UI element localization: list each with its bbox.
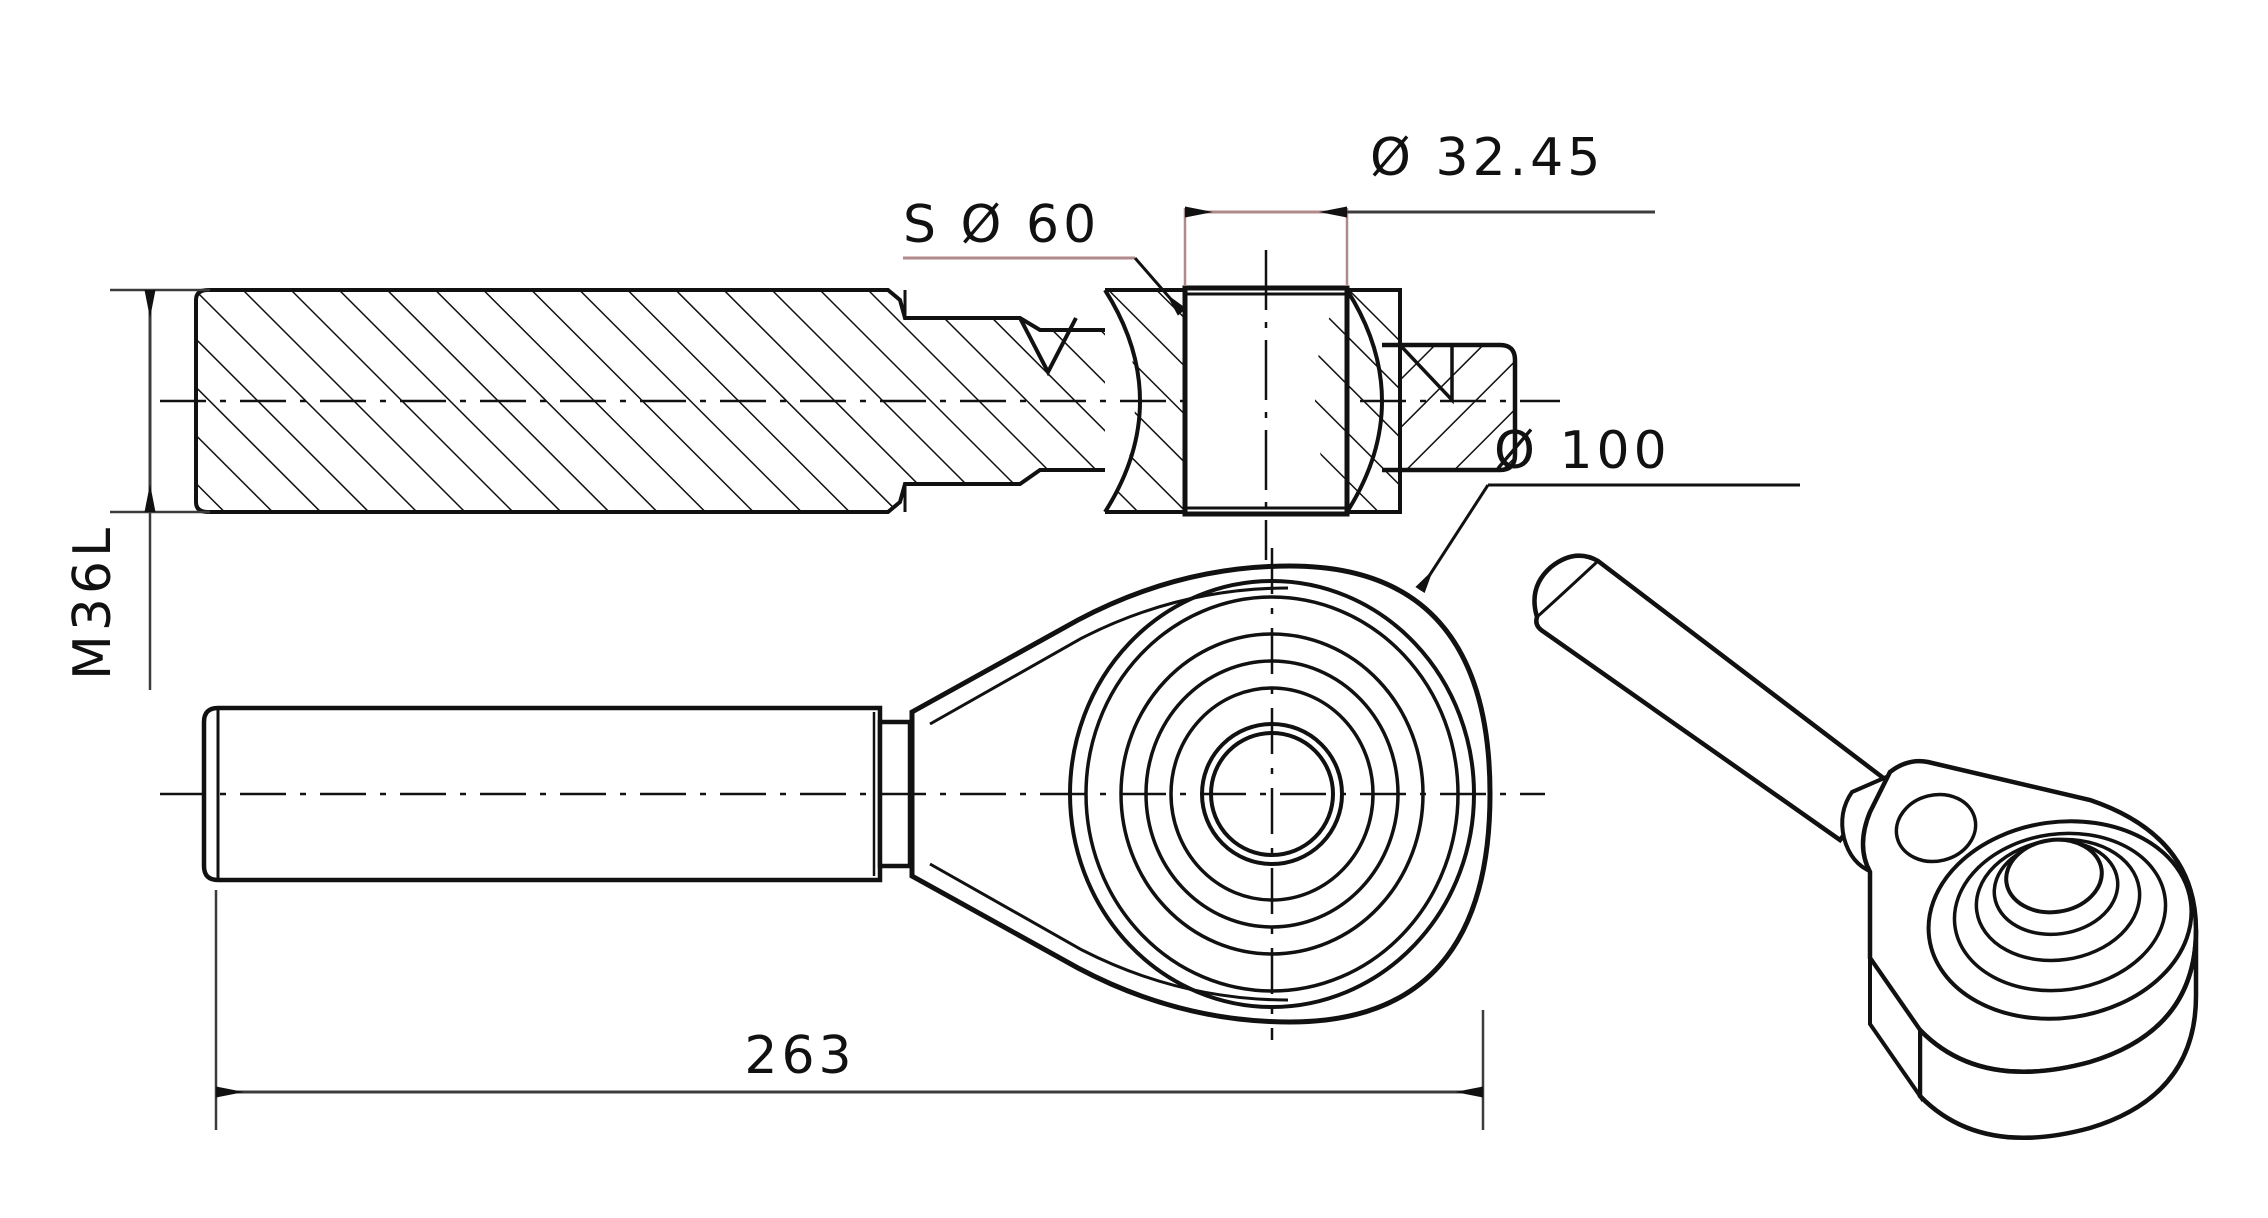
dimension-thread: M36L bbox=[63, 288, 210, 690]
leader-arrow-spherical bbox=[1133, 257, 1187, 316]
iso-head-side bbox=[1917, 929, 2199, 1140]
dimension-head-dia: Ø 100 bbox=[1415, 421, 1800, 593]
plan-view bbox=[160, 548, 1545, 1040]
dimension-bore-dia: Ø 32.45 bbox=[1183, 128, 1655, 286]
ball-arc-left bbox=[1103, 288, 1143, 514]
section-shank bbox=[194, 288, 1105, 514]
iso-shank-end-ellipse bbox=[1535, 559, 1600, 619]
dim-label-head-dia: Ø 100 bbox=[1494, 421, 1671, 481]
end-cap-outline bbox=[1382, 342, 1518, 473]
dim-label-spherical-dia: S Ø 60 bbox=[903, 195, 1100, 255]
plan-head-edge-bottom bbox=[929, 862, 1289, 1002]
iso-yoke-side bbox=[1868, 951, 1922, 1103]
iso-grease-hole bbox=[1894, 792, 1978, 864]
hatch-collar-left bbox=[1105, 290, 1185, 512]
isometric-view bbox=[1532, 553, 2199, 1140]
ball-arc-right bbox=[1345, 288, 1385, 514]
section-view bbox=[160, 250, 1560, 560]
section-ball-housing-left bbox=[1103, 288, 1187, 514]
leader-arrow-head bbox=[1415, 484, 1490, 593]
iso-bearing-stack bbox=[1926, 819, 2194, 1021]
dimension-spherical-dia: S Ø 60 bbox=[903, 195, 1187, 316]
section-end-cap bbox=[1382, 342, 1518, 473]
dim-label-overall-length: 263 bbox=[744, 1026, 855, 1086]
plan-head-edge-top bbox=[929, 586, 1289, 726]
thread-relief-notch bbox=[1018, 317, 1078, 377]
iso-bore bbox=[2004, 837, 2104, 915]
dim-label-bore-dia: Ø 32.45 bbox=[1370, 128, 1604, 188]
end-cap-chamfer bbox=[1398, 343, 1454, 405]
hatch-collar-right bbox=[1315, 290, 1400, 512]
dimension-overall-length: 263 bbox=[214, 890, 1485, 1130]
dim-label-thread: M36L bbox=[63, 524, 123, 680]
iso-shank bbox=[1532, 553, 1890, 844]
